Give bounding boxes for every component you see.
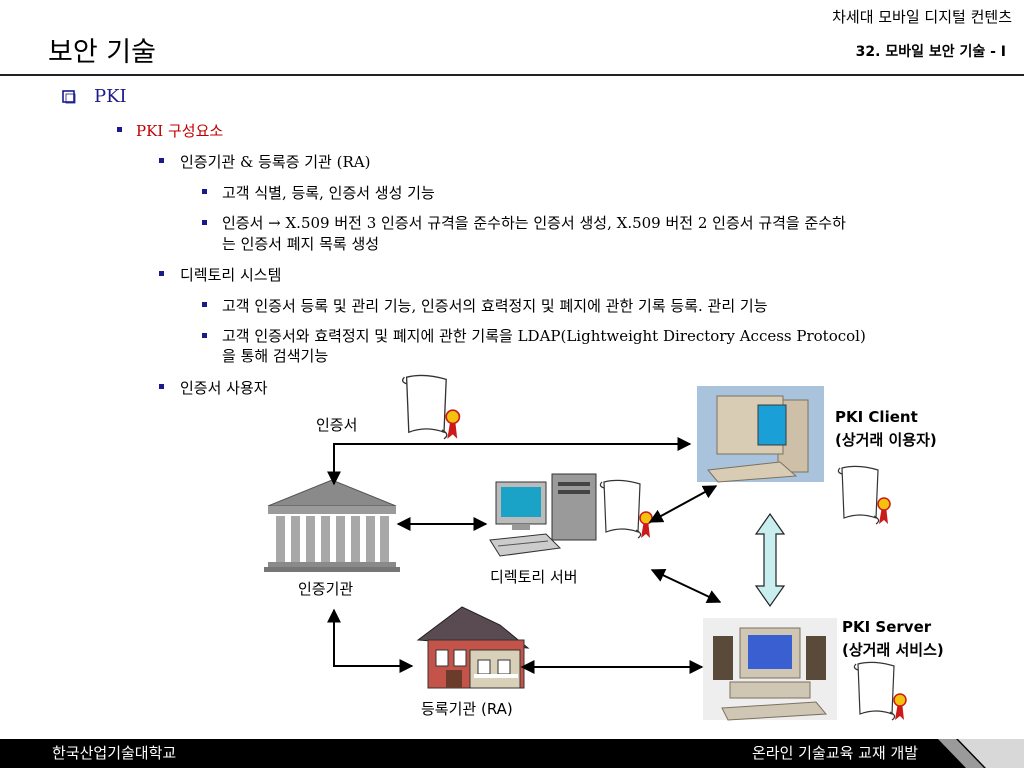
footer-decoration-icon <box>938 739 1024 768</box>
certificate-scroll-icon <box>837 465 891 525</box>
outline-ca-item-2-line1: 인증서 → X.509 버전 3 인증서 규격을 준수하는 인증서 생성, X.… <box>222 214 846 232</box>
arrow-ca-to-client <box>327 437 692 486</box>
checkbox-bullet-icon <box>62 90 76 104</box>
arrow-directory-server <box>650 569 722 603</box>
header-divider <box>0 74 1024 76</box>
outline-pki: PKI <box>94 86 127 107</box>
certificate-scroll-icon <box>599 479 653 539</box>
bullet-icon <box>159 158 164 163</box>
block-double-arrow <box>754 512 786 608</box>
footer-school: 한국산업기술대학교 <box>52 744 177 762</box>
label-pki-server-sub: (상거래 서비스) <box>842 641 944 659</box>
bullet-icon <box>202 333 207 338</box>
outline-directory-item-1: 고객 인증서 등록 및 관리 기능, 인증서의 효력정지 및 폐지에 관한 기록… <box>222 297 768 315</box>
certificate-scroll-icon <box>853 661 907 721</box>
label-ca: 인증기관 <box>298 580 354 598</box>
label-certificate: 인증서 <box>316 416 358 434</box>
outline-cert-user: 인증서 사용자 <box>180 379 268 397</box>
lesson-title: 32. 모바일 보안 기술 - I <box>855 44 1006 60</box>
arrow-directory-client <box>648 485 718 523</box>
directory-server-computer-icon <box>489 473 597 557</box>
label-directory-server: 디렉토리 서버 <box>490 568 578 586</box>
bullet-icon <box>202 302 207 307</box>
outline-ca: 인증기관 & 등록증 기관 (RA) <box>180 153 371 171</box>
label-pki-client-sub: (상거래 이용자) <box>835 431 937 449</box>
bullet-icon <box>202 220 207 225</box>
footer-bar <box>0 739 1024 768</box>
bank-building-icon <box>264 479 400 572</box>
outline-directory-item-2-line2: 을 통해 검색기능 <box>222 347 329 365</box>
footer-program: 온라인 기술교육 교재 개발 <box>752 744 919 762</box>
registration-house-icon <box>416 606 530 689</box>
pki-diagram <box>264 374 907 721</box>
outline-directory-item-2-line1: 고객 인증서와 효력정지 및 폐지에 관한 기록을 LDAP(Lightweig… <box>222 327 866 345</box>
outline-ca-item-1: 고객 식별, 등록, 인증서 생성 기능 <box>222 184 435 202</box>
course-title: 차세대 모바일 디지털 컨텐츠 <box>832 8 1012 26</box>
label-ra: 등록기관 (RA) <box>421 700 513 718</box>
bullet-icon <box>202 189 207 194</box>
certificate-scroll-icon <box>401 374 461 440</box>
arrow-ca-ra <box>327 608 414 673</box>
label-pki-server: PKI Server <box>842 618 932 636</box>
outline-directory: 디렉토리 시스템 <box>180 266 282 284</box>
pki-client-computer-image <box>697 386 824 483</box>
pki-server-computer-image <box>703 618 837 721</box>
bullet-icon <box>117 127 122 132</box>
bullet-icon <box>159 271 164 276</box>
outline-ca-item-2-line2: 는 인증서 폐지 목록 생성 <box>222 235 380 253</box>
outline-pki-components: PKI 구성요소 <box>136 122 224 140</box>
page-title: 보안 기술 <box>48 37 156 68</box>
label-pki-client: PKI Client <box>835 408 918 426</box>
bullet-icon <box>159 384 164 389</box>
